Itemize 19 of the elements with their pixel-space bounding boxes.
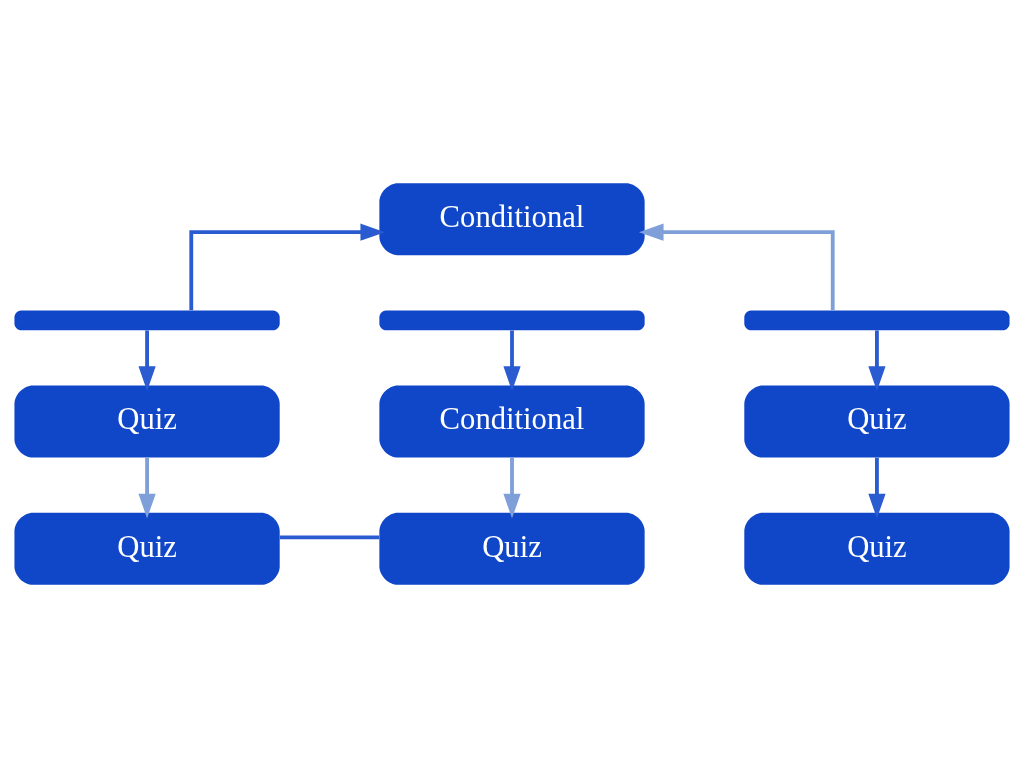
arrow bbox=[138, 330, 156, 391]
node-box: Quiz bbox=[14, 512, 280, 585]
node-box: Conditional bbox=[379, 183, 645, 256]
arrow bbox=[868, 330, 886, 391]
arrow bbox=[503, 457, 521, 519]
node-box: Quiz bbox=[379, 512, 645, 585]
arrow bbox=[638, 223, 835, 311]
arrow bbox=[503, 330, 521, 391]
node-box: Conditional bbox=[379, 385, 645, 458]
node-bar bbox=[14, 310, 280, 331]
node-bar bbox=[379, 310, 645, 331]
node-bar bbox=[744, 310, 1010, 331]
node-box: Quiz bbox=[744, 512, 1010, 585]
connector bbox=[279, 535, 380, 540]
node-box: Quiz bbox=[14, 385, 280, 458]
node-box: Quiz bbox=[744, 385, 1010, 458]
arrow bbox=[138, 457, 156, 519]
arrow bbox=[868, 457, 886, 519]
arrow bbox=[189, 223, 386, 311]
